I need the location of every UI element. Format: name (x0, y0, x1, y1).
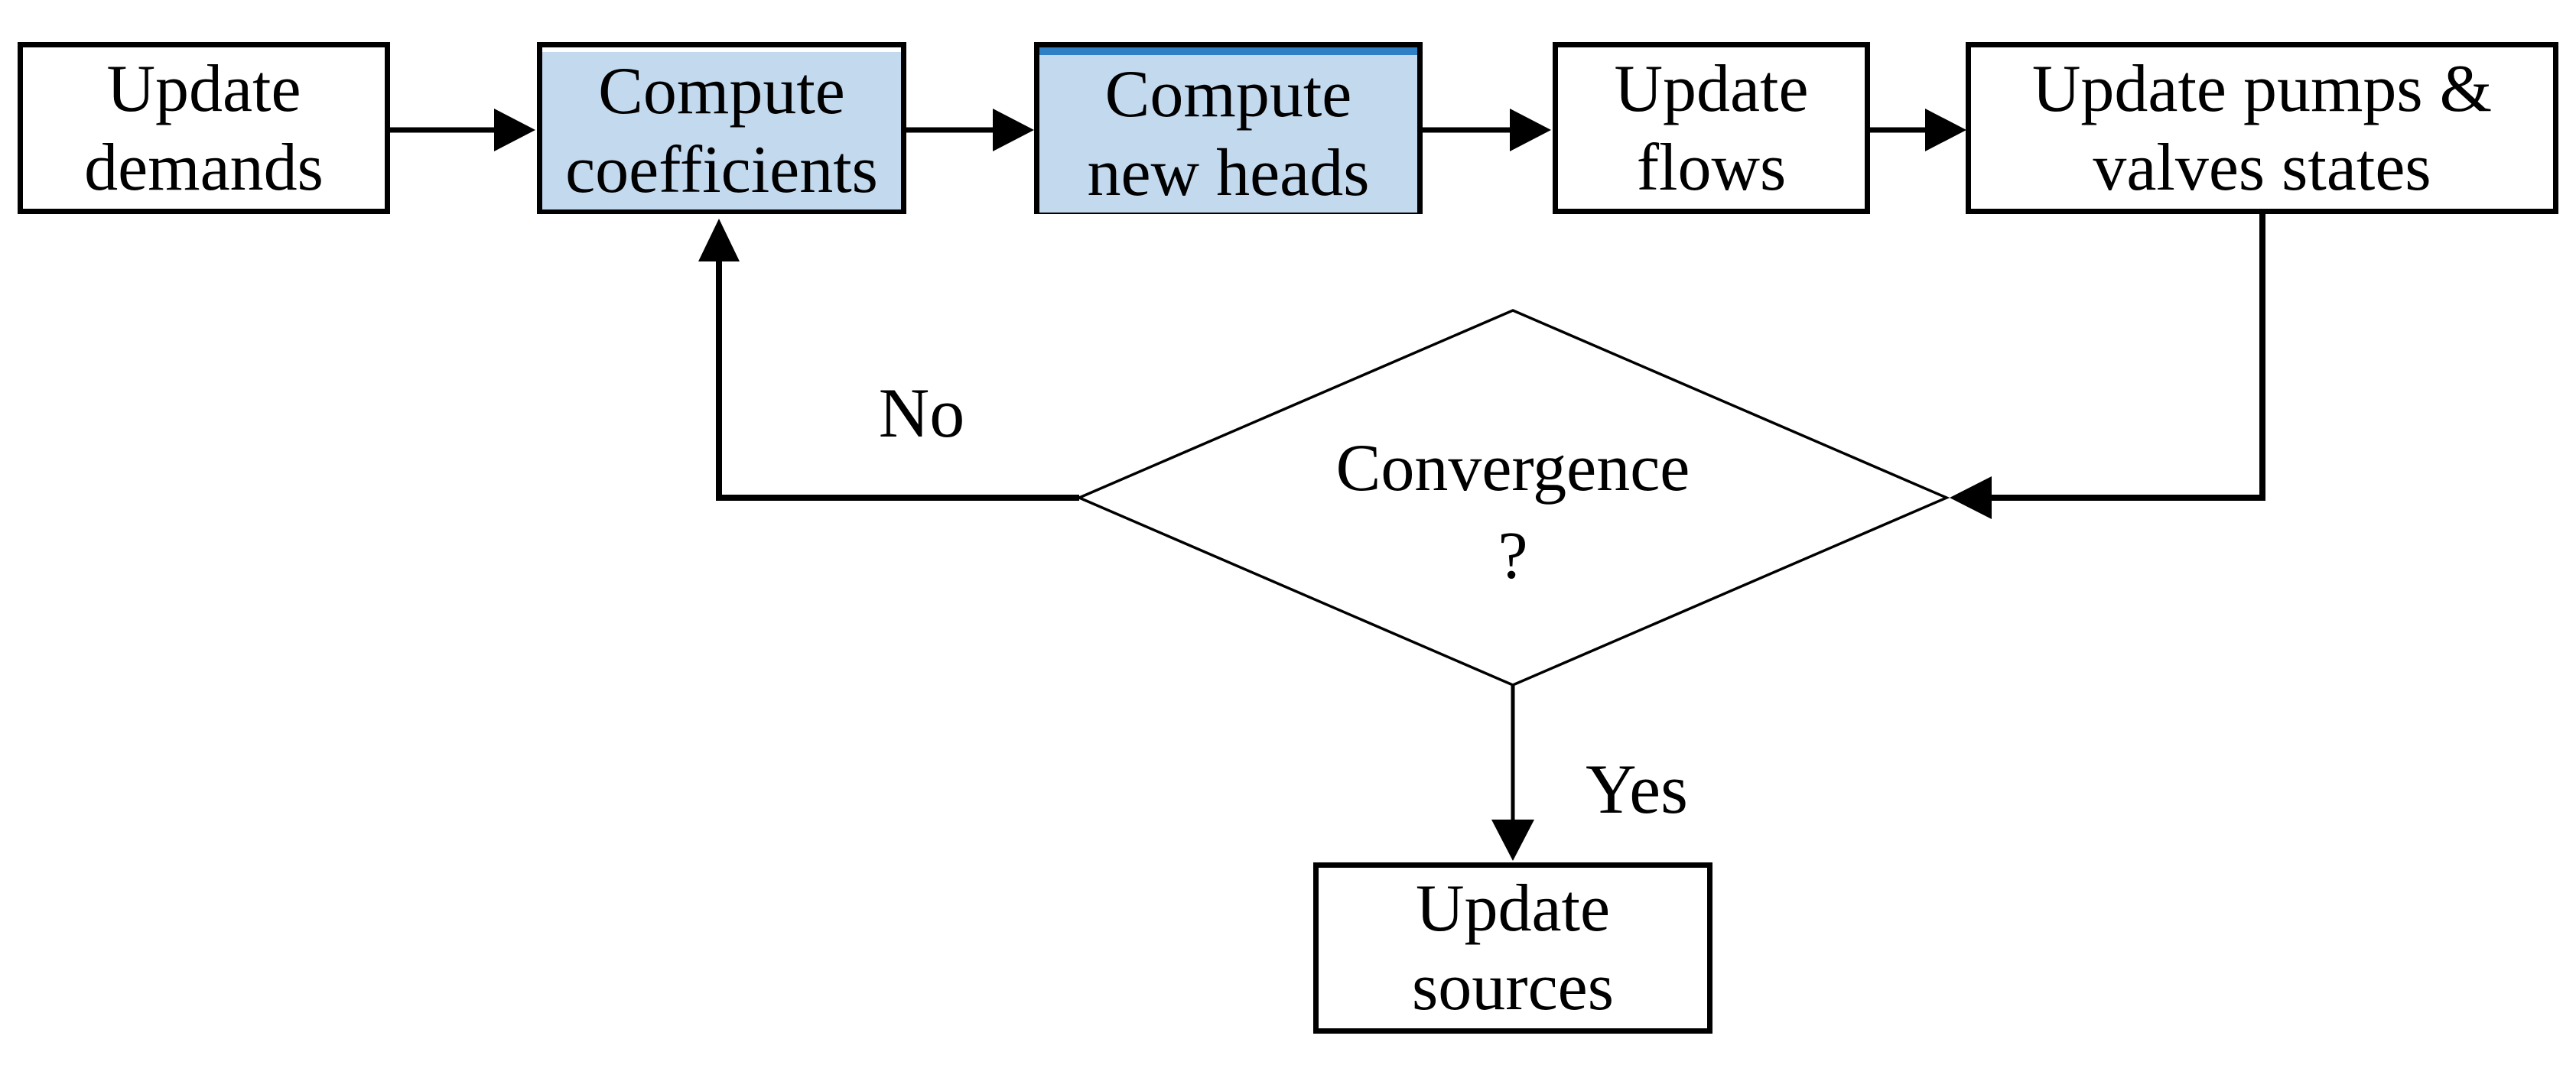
edge-pumps-to-convergence (1989, 214, 2265, 501)
node-compute-coefficients-content: Compute coefficients (542, 52, 901, 209)
edge-newheads-to-flows-arrowhead (1510, 109, 1551, 151)
node-label-line: sources (1412, 950, 1614, 1024)
node-update-pumps-valves: Update pumps & valves states (1966, 42, 2558, 214)
node-convergence-diamond-shape (1075, 309, 1950, 687)
edge-pumps-to-convergence-arrowhead (1950, 476, 1992, 519)
edge-demands-to-coefficients-arrowhead (494, 109, 535, 151)
edge-flows-to-pumps-arrowhead (1925, 109, 1966, 151)
node-compute-new-heads: Compute new heads (1034, 42, 1423, 214)
node-label-line: flows (1636, 130, 1787, 205)
edge-label-no: No (878, 374, 965, 452)
node-compute-new-heads-accent (1039, 47, 1417, 55)
node-compute-new-heads-content: Compute new heads (1039, 55, 1417, 213)
node-update-demands: Update demands (18, 42, 390, 214)
node-label-line: Update (1415, 872, 1611, 946)
node-update-demands-content: Update demands (23, 47, 385, 209)
node-label-line: Convergence (1335, 431, 1690, 505)
node-update-pumps-valves-content: Update pumps & valves states (1971, 47, 2553, 209)
node-label-line: ? (1498, 519, 1528, 593)
node-label-line: Compute (1104, 57, 1352, 132)
edge-label-yes: Yes (1586, 750, 1688, 828)
node-label-line: valves states (2093, 130, 2431, 205)
node-label-line: Update pumps & (2031, 51, 2493, 126)
edge-coefficients-to-newheads-arrowhead (993, 109, 1034, 151)
node-convergence-label: Convergence ? (1184, 424, 1842, 600)
edge-convergence-no-loop-arrowhead (698, 219, 740, 261)
edge-convergence-no-loop (716, 260, 1079, 501)
node-update-sources-content: Update sources (1319, 868, 1707, 1028)
node-compute-coefficients: Compute coefficients (537, 42, 906, 214)
node-label-line: Update (1614, 51, 1809, 126)
edge-convergence-yes-arrowhead (1491, 820, 1534, 861)
node-update-sources: Update sources (1313, 862, 1712, 1034)
node-update-flows-content: Update flows (1558, 47, 1865, 209)
node-label-line: coefficients (565, 133, 878, 207)
node-label-line: Compute (598, 54, 845, 128)
node-label-line: new heads (1087, 136, 1370, 210)
node-label-line: Update (106, 51, 301, 126)
node-update-flows: Update flows (1553, 42, 1870, 214)
node-label-line: demands (84, 130, 324, 205)
node-compute-coefficients-accent (542, 47, 901, 52)
